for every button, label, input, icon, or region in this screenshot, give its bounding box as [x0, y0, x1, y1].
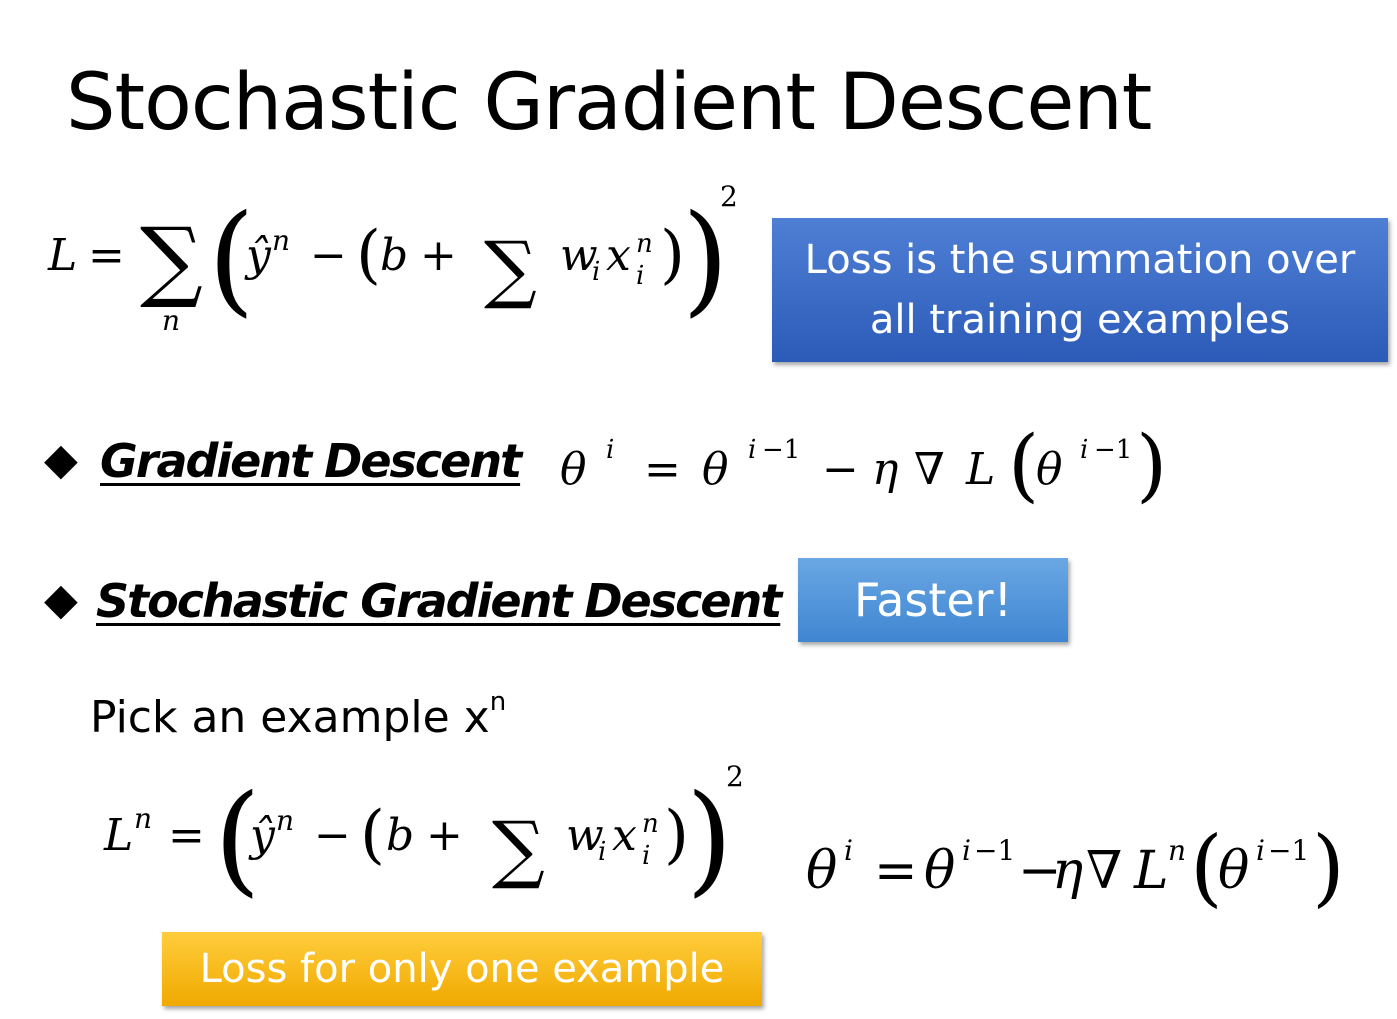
pick-example-sup: n	[489, 687, 507, 718]
svg-text:n: n	[1168, 834, 1186, 867]
svg-text:(: (	[1008, 418, 1039, 511]
callout-loss-summation: Loss is the summation over all training …	[772, 218, 1388, 362]
svg-text:η: η	[872, 444, 898, 495]
svg-text:ŷ: ŷ	[248, 810, 276, 861]
svg-text:n: n	[276, 804, 294, 837]
svg-text:−1: −1	[762, 435, 800, 465]
pick-example-label: Pick an example x	[90, 692, 490, 743]
svg-text:n: n	[272, 224, 290, 257]
svg-text:x: x	[612, 810, 637, 861]
svg-text:−1: −1	[1268, 834, 1309, 867]
formula-gd-svg: θ i = θ i −1 − η ∇ L ( θ i −1 )	[560, 418, 1167, 511]
svg-text:−: −	[1018, 841, 1062, 901]
svg-text:): )	[664, 798, 689, 872]
sgd-heading: Stochastic Gradient Descent	[96, 574, 782, 628]
svg-text:n: n	[636, 229, 653, 259]
callout-loss-one-example-text: Loss for only one example	[199, 946, 725, 992]
formula-sgd-update: θ i = θ i −1 − η ∇ L n ( θ i −1 )	[804, 812, 1364, 922]
svg-text:(: (	[214, 770, 261, 909]
svg-text:∑: ∑	[492, 806, 545, 892]
diamond-bullet-icon: ◆	[44, 434, 78, 485]
formula-sgd-svg: θ i = θ i −1 − η ∇ L n ( θ i −1 )	[806, 818, 1345, 916]
svg-text:b: b	[386, 810, 414, 861]
svg-text:∑: ∑	[140, 208, 203, 311]
svg-text:θ: θ	[924, 841, 955, 901]
svg-text:): )	[1312, 818, 1345, 916]
svg-text:i: i	[844, 834, 853, 867]
svg-text:i: i	[748, 435, 756, 465]
svg-text:i: i	[636, 261, 644, 291]
svg-text:(: (	[1190, 818, 1223, 916]
svg-text:w: w	[560, 230, 598, 281]
formula-gradient-descent: θ i = θ i −1 − η ∇ L ( θ i −1 )	[552, 418, 1172, 518]
formula-total-loss-svg: L = ∑ n ( ŷ n − ( b + ∑ w i x n i ) ) 2	[47, 180, 738, 337]
svg-text:i: i	[642, 841, 650, 871]
page-title: Stochastic Gradient Descent	[66, 58, 1152, 148]
svg-text:2: 2	[720, 180, 738, 213]
svg-text:−1: −1	[1094, 435, 1132, 465]
svg-text:−: −	[310, 230, 347, 281]
callout-loss-one-example: Loss for only one example	[162, 932, 762, 1006]
svg-text:(: (	[360, 798, 385, 872]
formula-single-loss: L n = ( ŷ n − ( b + ∑ w i x n i ) ) 2	[96, 758, 756, 918]
svg-text:+: +	[426, 810, 463, 861]
svg-text:n: n	[642, 809, 659, 839]
svg-text:i: i	[962, 834, 971, 867]
svg-text:=: =	[874, 841, 918, 901]
svg-text:=: =	[168, 810, 205, 861]
svg-text:θ: θ	[560, 444, 587, 495]
svg-text:): )	[660, 218, 685, 292]
gd-row: ◆ Gradient Descent	[44, 434, 1384, 494]
svg-text:(: (	[208, 190, 255, 329]
gd-heading: Gradient Descent	[100, 434, 522, 488]
svg-text:): )	[686, 770, 733, 909]
svg-text:=: =	[88, 230, 125, 281]
svg-text:θ: θ	[1036, 444, 1063, 495]
svg-text:+: +	[420, 230, 457, 281]
formula-total-loss: L = ∑ n ( ŷ n − ( b + ∑ w i x n i ) ) 2	[40, 178, 760, 348]
svg-text:θ: θ	[702, 444, 729, 495]
svg-text:∇: ∇	[1086, 841, 1122, 901]
svg-text:i: i	[592, 257, 600, 287]
svg-text:i: i	[1256, 834, 1265, 867]
svg-text:n: n	[134, 802, 152, 835]
svg-text:∇: ∇	[914, 444, 945, 495]
svg-text:i: i	[598, 837, 606, 867]
svg-text:): )	[682, 190, 729, 329]
svg-text:L: L	[965, 444, 995, 495]
svg-text:w: w	[566, 810, 604, 861]
callout-faster-text: Faster!	[853, 573, 1013, 627]
svg-text:θ: θ	[806, 841, 837, 901]
callout-faster: Faster!	[798, 558, 1068, 642]
svg-text:L: L	[1133, 841, 1169, 901]
svg-text:−1: −1	[974, 834, 1015, 867]
svg-text:): )	[1136, 418, 1167, 511]
svg-text:i: i	[1080, 435, 1088, 465]
diamond-bullet-icon: ◆	[44, 574, 78, 625]
callout-loss-summation-text: Loss is the summation over all training …	[804, 237, 1356, 343]
svg-text:θ: θ	[1218, 841, 1249, 901]
svg-text:2: 2	[726, 760, 744, 793]
pick-example-text: Pick an example xn	[90, 687, 506, 743]
svg-text:L: L	[47, 230, 77, 281]
svg-text:x: x	[606, 230, 631, 281]
svg-text:−: −	[314, 810, 351, 861]
svg-text:−: −	[822, 444, 859, 495]
svg-text:i: i	[606, 435, 614, 465]
svg-text:(: (	[356, 218, 381, 292]
svg-text:n: n	[162, 304, 180, 337]
svg-text:∑: ∑	[484, 226, 537, 312]
formula-single-loss-svg: L n = ( ŷ n − ( b + ∑ w i x n i ) ) 2	[103, 760, 744, 909]
sgd-row: ◆ Stochastic Gradient Descent	[44, 574, 784, 634]
svg-text:L: L	[103, 810, 133, 861]
svg-text:=: =	[644, 444, 681, 495]
svg-text:b: b	[380, 230, 408, 281]
svg-text:η: η	[1052, 841, 1083, 901]
svg-text:ŷ: ŷ	[244, 230, 272, 281]
